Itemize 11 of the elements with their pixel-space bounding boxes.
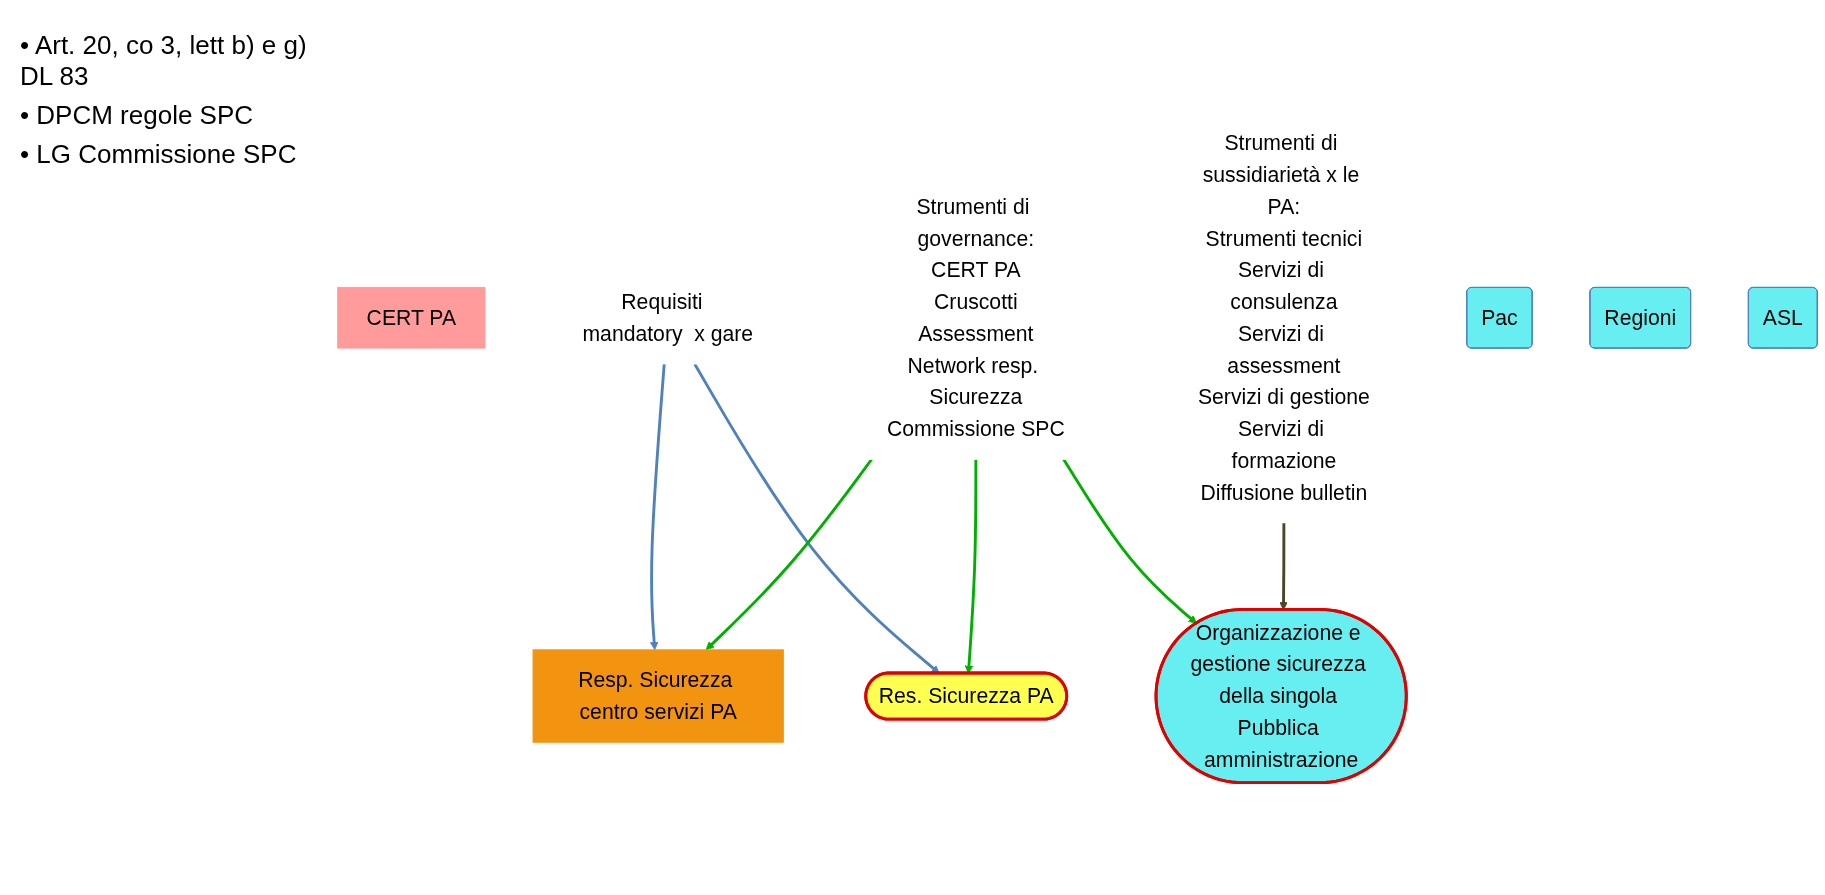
arrow	[705, 458, 873, 651]
bullet-text: • LG Commissione SPC	[20, 139, 298, 170]
node-box: CERT PA	[337, 286, 486, 349]
arrow	[649, 363, 666, 651]
node-box: Resp. Sicurezza centro servizi PA	[532, 649, 784, 743]
node-text: Strumenti di governance: CERT PA Cruscotti Assessment Network resp. Sicurezza Commissione SPC	[886, 194, 1065, 441]
bullet-text: • Art. 20, co 3, lett b) e g) DL 83	[20, 30, 308, 92]
node-text: Strumenti di sussidiarietà x le PA: Strumenti tecnici Servizi di consulenza Servizi di assessment Servizi di gestione Servizi di formazione Diffusione bulletin	[1197, 130, 1370, 505]
arrow	[1062, 458, 1197, 624]
bullet-text: • DPCM regole SPC	[20, 100, 255, 131]
node-text: Requisiti mandatory x gare	[582, 289, 754, 346]
